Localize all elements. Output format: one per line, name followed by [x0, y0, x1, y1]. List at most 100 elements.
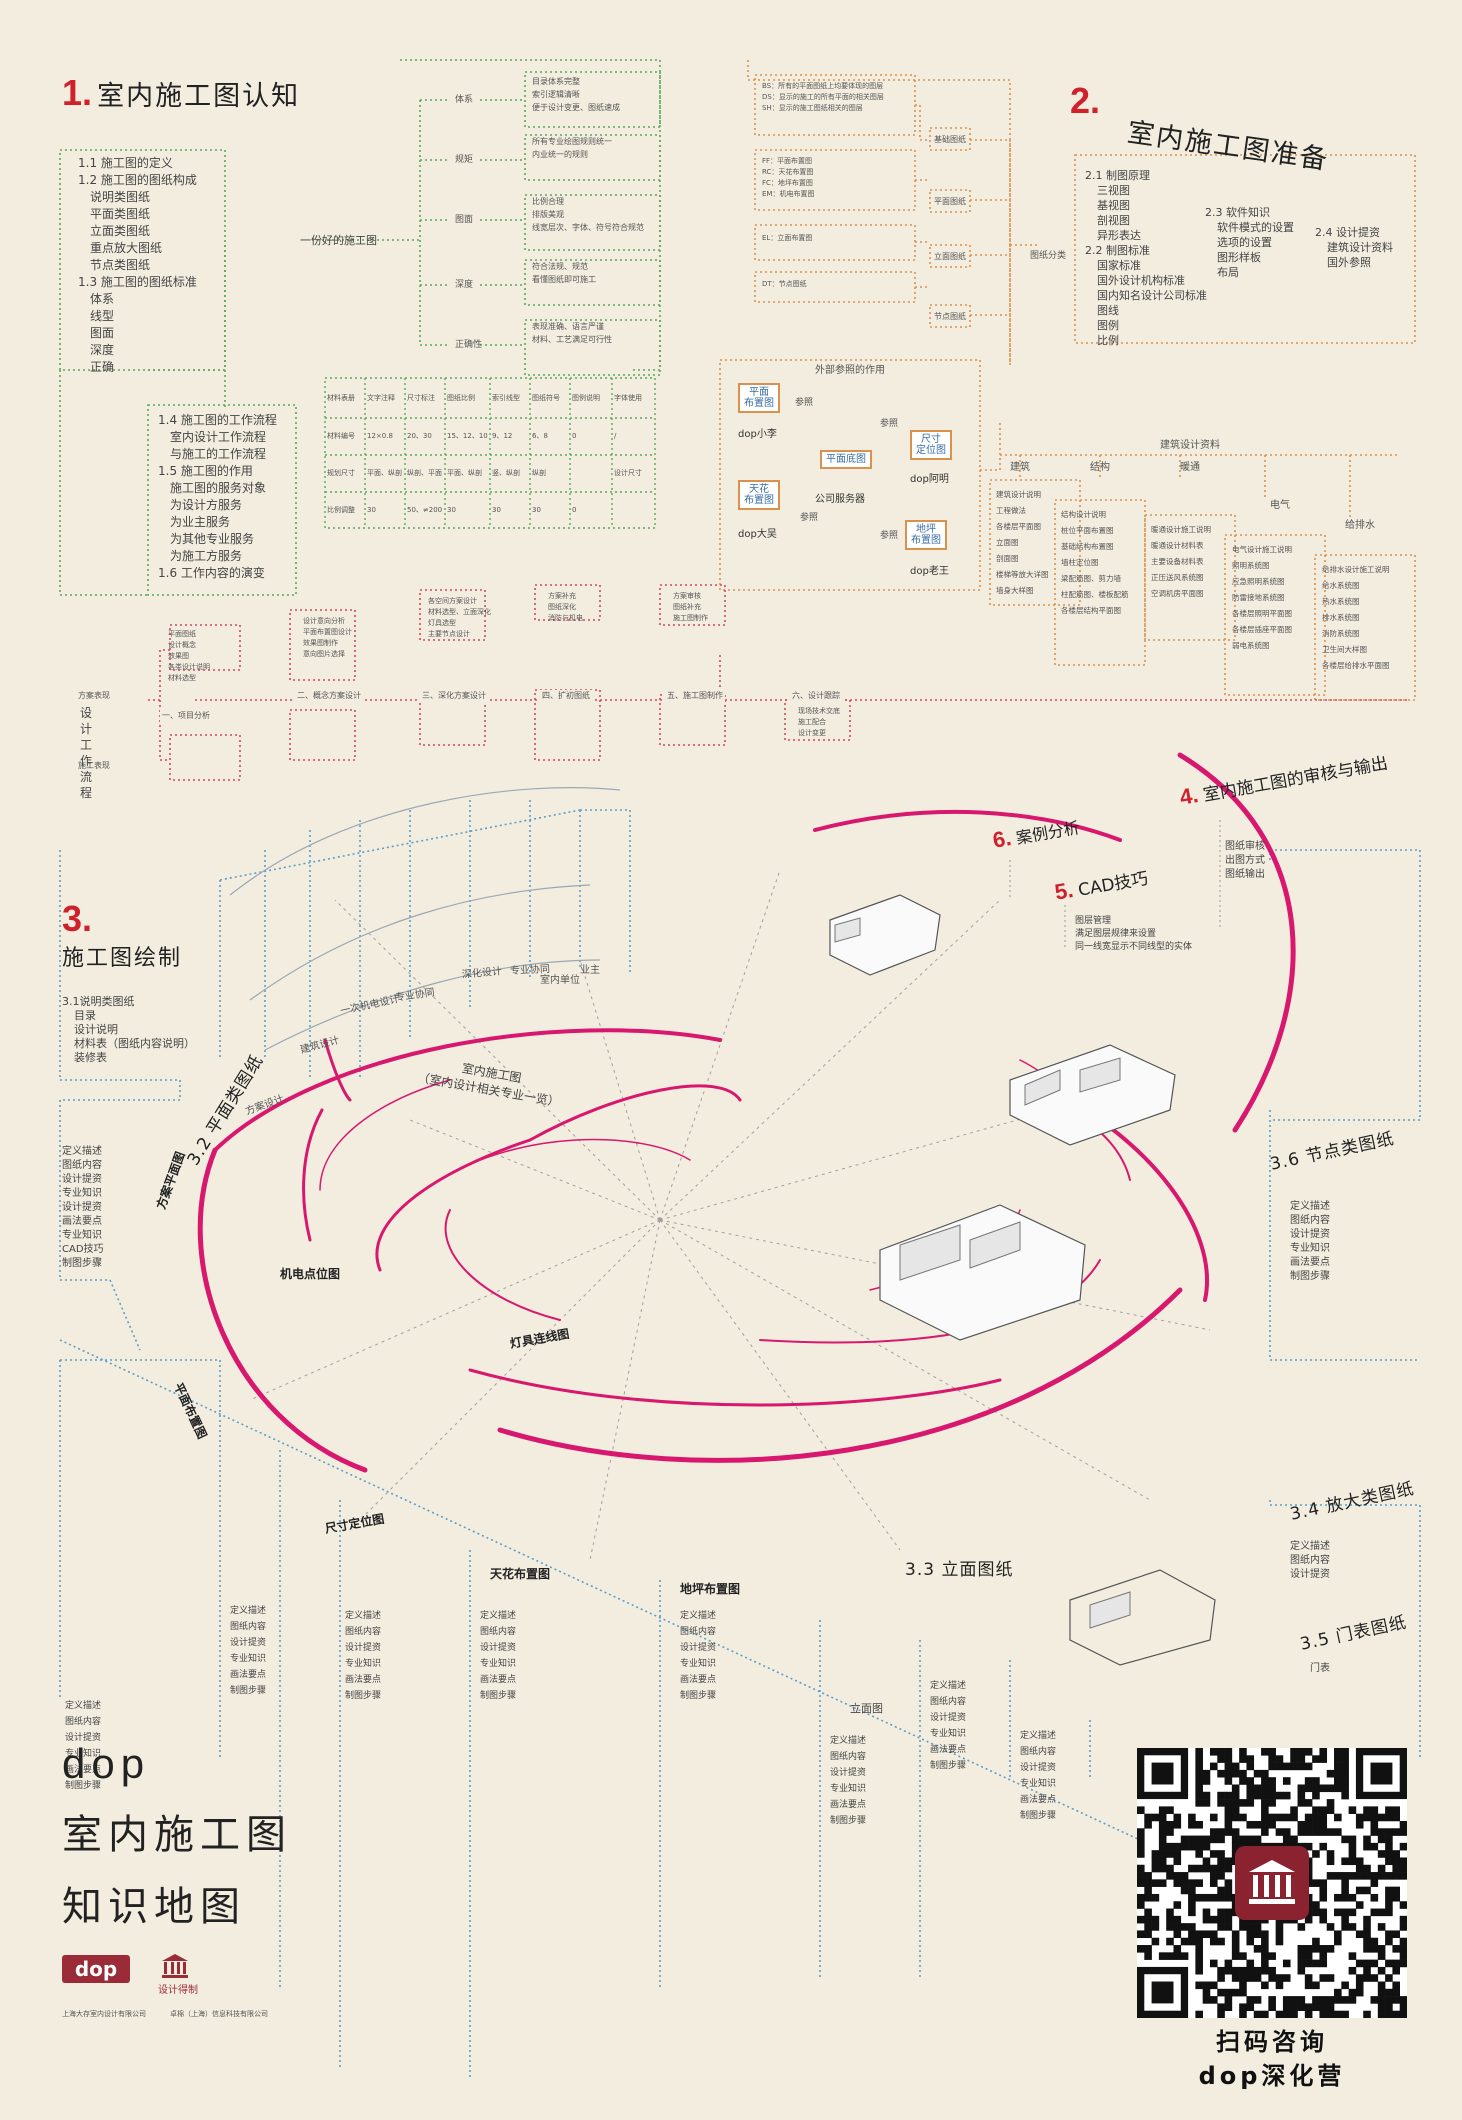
table-header: 尺寸标注 — [407, 394, 435, 402]
arch-category: 暖通 — [1180, 462, 1200, 473]
section-1-header: 1. 室内施工图认知 — [62, 72, 300, 114]
flow-note: 设计概念 — [168, 641, 196, 649]
flow-title: 设计工作流程 — [80, 706, 93, 800]
column-item: 图纸内容 — [345, 1627, 382, 1637]
column-item: 画法要点 — [345, 1675, 382, 1685]
list-item: 节点类图纸 — [90, 258, 151, 272]
column-item: 制图步骤 — [480, 1691, 517, 1701]
column-item: 图纸内容 — [480, 1627, 517, 1637]
arch-item: 基础结构布置图 — [1061, 542, 1114, 551]
arch-item: 防雷接地系统图 — [1232, 593, 1285, 602]
brand-footer-1: 上海大存室内设计有限公司 — [62, 2010, 146, 2018]
list-item: 2.1 制图原理 — [1085, 169, 1150, 182]
section-6-number: 6. — [990, 825, 1014, 853]
xref-drawing-node: 天花 布置图 — [738, 480, 780, 510]
branch-note: 索引逻辑清晰 — [532, 90, 580, 99]
ring-label: 业主 — [580, 965, 600, 976]
door-table-item: 门表 — [1310, 1663, 1330, 1674]
branch-note: 表现准确、语言严谨 — [532, 322, 604, 331]
flow-phase: 二、概念方案设计 — [295, 690, 363, 702]
flow-note: 平面布置图设计 — [303, 628, 352, 636]
list-item: 重点放大图纸 — [90, 241, 163, 255]
table-cell: 规划尺寸 — [327, 469, 355, 477]
xref-user-label: 公司服务器 — [815, 494, 865, 505]
table-header: 文字注释 — [367, 394, 395, 402]
list-item: 布局 — [1217, 266, 1239, 279]
table-cell: 20、30 — [407, 432, 432, 440]
list-item: 设计提资 — [62, 1202, 102, 1213]
list-item: 为设计方服务 — [170, 498, 243, 512]
list-item: 选项的设置 — [1217, 236, 1272, 249]
list-item: 为其他专业服务 — [170, 532, 255, 546]
arch-item: 暖通设计材料表 — [1151, 541, 1204, 550]
list-item: 设计说明 — [74, 1023, 118, 1036]
dop-logo-text: dop — [74, 1957, 118, 1981]
table-cell: 30 — [367, 506, 376, 514]
arch-item: 应急照明系统图 — [1232, 577, 1285, 586]
column-item: 画法要点 — [1020, 1795, 1057, 1805]
column-item: 制图步骤 — [930, 1761, 967, 1771]
list-item: 图纸内容 — [1290, 1215, 1330, 1226]
arch-item: 热水系统图 — [1322, 597, 1360, 606]
column-item: 图纸内容 — [830, 1752, 867, 1762]
arch-item: 消防系统图 — [1322, 629, 1360, 638]
drawing-category: 基础图纸 — [934, 135, 966, 144]
arch-item: 卫生间大样图 — [1322, 645, 1367, 654]
list-item: 设计提资 — [62, 1174, 102, 1185]
branch-note: 内业统一的规则 — [532, 150, 588, 159]
column-item: 定义描述 — [680, 1611, 717, 1621]
arch-item: 各楼层给排水平面图 — [1322, 661, 1390, 670]
qr-caption-line-2: dop深化营 — [1198, 2062, 1346, 2090]
column-item: 画法要点 — [830, 1800, 867, 1810]
table-cell: 15、12、10 — [447, 432, 488, 440]
arch-item: 各楼层结构平面图 — [1061, 606, 1121, 615]
column-item: 设计提资 — [230, 1638, 267, 1648]
branch-label: 规矩 — [455, 155, 474, 165]
section-4-number: 4. — [1177, 782, 1201, 810]
xref-relation: 参照 — [800, 513, 819, 523]
qr-code[interactable] — [1137, 1748, 1407, 2018]
branch-label: 图面 — [455, 215, 474, 225]
list-item: 画法要点 — [1290, 1257, 1330, 1268]
list-item: 材料表（图纸内容说明） — [74, 1037, 195, 1050]
table-cell: 0 — [572, 432, 577, 440]
column-item: 设计提资 — [345, 1643, 382, 1653]
list-item: 2.2 制图标准 — [1085, 244, 1150, 257]
flow-note: 灯具选型 — [428, 619, 456, 627]
arch-item: 各楼层照明平面图 — [1232, 609, 1292, 618]
arch-item: 电气设计施工说明 — [1232, 545, 1292, 554]
list-item: 专业知识 — [62, 1188, 102, 1199]
drawing-note: RC：天花布置图 — [762, 168, 814, 176]
brand-footer-2: 卓棉（上海）信息科技有限公司 — [170, 2010, 268, 2018]
flow-note: 方案补充 — [548, 592, 576, 600]
flow-note: 设计变更 — [798, 729, 826, 737]
arch-item: 墙柱定位图 — [1061, 558, 1099, 567]
table-cell: 6、8 — [532, 432, 548, 440]
arch-item: 结构设计说明 — [1061, 510, 1106, 519]
sub-3-4-items: 定义描述图纸内容设计提资 — [1290, 1540, 1330, 1582]
column-item: 画法要点 — [930, 1745, 967, 1755]
column-item: 设计提资 — [830, 1768, 867, 1778]
branch-note: 所有专业绘图规则统一 — [532, 137, 612, 146]
branch-label: 深度 — [455, 280, 474, 290]
list-item: 室内设计工作流程 — [170, 430, 267, 444]
xref-drawing-node: 尺寸 定位图 — [910, 430, 952, 460]
qr-pattern — [1137, 1748, 1407, 2018]
column-item: 专业知识 — [480, 1659, 517, 1669]
column-item: 制图步骤 — [230, 1686, 267, 1696]
flow-phase: 五、施工图制作 — [665, 690, 725, 702]
list-item: 画法要点 — [62, 1216, 102, 1227]
flow-note: 图纸补充 — [673, 603, 701, 611]
column-item: 画法要点 — [480, 1675, 517, 1685]
column-item: 专业知识 — [230, 1654, 267, 1664]
xref-user-label: dop大吴 — [738, 529, 777, 540]
sub-brand: 设计得制 — [158, 1985, 198, 1996]
list-item: 装修表 — [74, 1051, 107, 1064]
flow-note: 意向图片选择 — [303, 650, 345, 658]
drawing-category-label: 图纸分类 — [1030, 251, 1067, 261]
xref-user-label: dop老王 — [910, 566, 949, 577]
table-header: 索引线型 — [492, 394, 520, 402]
